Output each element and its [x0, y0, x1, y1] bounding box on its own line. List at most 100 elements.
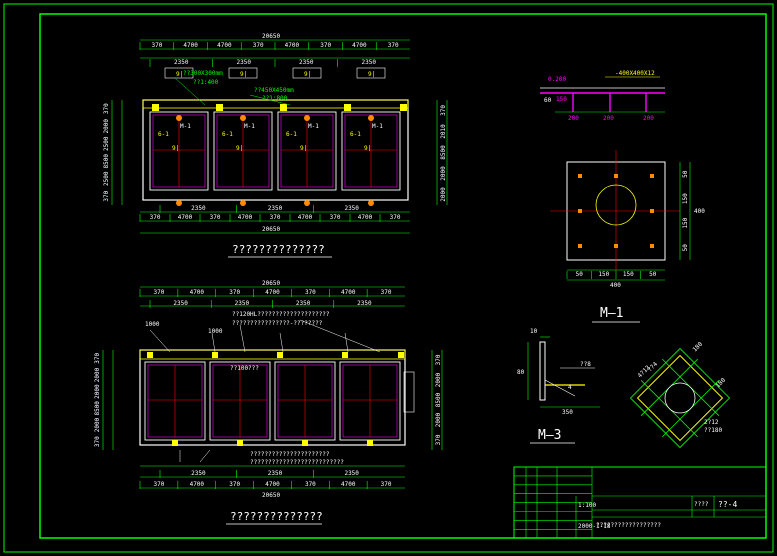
bp-right-dim-0: 370 [435, 354, 442, 365]
bp-leader [239, 324, 246, 353]
m1-bolt [614, 174, 618, 178]
top-plan-bottom-total-dim: 20650 [262, 226, 280, 233]
bp-leader [199, 449, 211, 463]
bp-bot-dim-6: 370 [381, 481, 392, 488]
m1-title: M—1 [600, 306, 623, 321]
rot-label-5: 2?12 [704, 419, 719, 426]
m1-bolt [650, 244, 654, 248]
bp-left-dim-4: 2000 [94, 417, 101, 432]
tp-right-dim-0: 370 [440, 105, 447, 116]
bp-botinner-dim-0: 2350 [191, 470, 206, 477]
m1-top-note: -400X400X12 [615, 70, 655, 77]
m1-bottom-dim-3: 50 [649, 271, 657, 278]
bottom-plan-stair [403, 371, 415, 413]
tp-top-dim-6: 4700 [352, 42, 367, 49]
bp-left-dim-0: 370 [94, 353, 101, 364]
top-plan-note-2: ??1:400 [193, 79, 219, 86]
bp-left-dim-3: 8500 [94, 401, 101, 416]
tp-cell-tag: 9| [172, 145, 179, 152]
m1-bottom-dim-1: 150 [598, 271, 609, 278]
tp-left-dim-2: 2500 [103, 136, 110, 151]
bp-leader [279, 332, 284, 353]
m1-pad-label-1: 200 [568, 115, 579, 122]
m1-bolt [578, 244, 582, 248]
tp-member-label: M-1 [308, 123, 319, 130]
tp-top-dim-4: 4700 [285, 42, 300, 49]
bp-inner-dim-1: 2350 [235, 300, 250, 307]
title-block-name: ?????????????????? [596, 522, 661, 529]
rot-hole [664, 382, 696, 414]
tp-tag: 9| [176, 71, 183, 78]
tp-cell [341, 111, 401, 191]
title-block-grid [514, 467, 592, 538]
tp-botinner-dim-1: 2350 [268, 205, 283, 212]
bottom-plan-cells [144, 352, 404, 446]
m1-right-dim-2: 150 [682, 217, 689, 228]
tp-tag: 9| [240, 71, 247, 78]
bp-right-dim-4: 370 [435, 434, 442, 445]
bp-inner-dim-3: 2350 [357, 300, 372, 307]
bp-left-dim-1: 2000 [94, 367, 101, 382]
bp-right-dim-1: 2000 [435, 372, 442, 387]
rot-label-3: 180 [691, 341, 704, 354]
tp-tag: 9| [304, 71, 311, 78]
bp-column [367, 440, 373, 446]
tp-column [344, 104, 351, 111]
bp-bot-dim-3: 4700 [265, 481, 280, 488]
tp-top-dim-7: 370 [388, 42, 399, 49]
tp-pad [176, 200, 182, 206]
bp-column [212, 352, 218, 358]
tp-bot-dim-8: 370 [390, 214, 401, 221]
bottom-plan-note-3: ??100??? [230, 365, 259, 372]
tp-pad [176, 115, 182, 121]
tp-top-dim-5: 370 [320, 42, 331, 49]
bp-top-dim-3: 4700 [265, 289, 280, 296]
detail-rotated: 4?12 ??4 180 180 2?12 ??180 [629, 341, 731, 449]
bp-inner-dim-0: 2350 [173, 300, 188, 307]
m3-title: M—3 [538, 428, 561, 443]
tp-cell-tag: 9| [364, 145, 371, 152]
tp-cell-tag: 9| [236, 145, 243, 152]
bp-leader [344, 332, 349, 353]
bp-inner-dim-2: 2350 [296, 300, 311, 307]
bottom-plan-wall-outer [139, 349, 406, 446]
m3-callout: 4 [568, 384, 572, 391]
m1-right-dim-0: 50 [682, 170, 689, 178]
tp-bot-dim-7: 4700 [358, 214, 373, 221]
bp-column [147, 352, 153, 358]
tp-cell [149, 111, 209, 191]
tp-botinner-dim-2: 2350 [344, 205, 359, 212]
bottom-plan-leaders [149, 319, 381, 463]
m1-bottom-dim-2: 150 [623, 271, 634, 278]
tp-pad [368, 115, 374, 121]
m1-bottom-dim-0: 50 [576, 271, 584, 278]
m1-bolt [578, 209, 582, 213]
tp-right-dim-2: 8500 [440, 145, 447, 160]
tp-cell [277, 111, 337, 191]
m1-right-dim-1: 150 [682, 193, 689, 204]
tp-right-dim-4: 2000 [440, 187, 447, 202]
top-plan-title: ?????????????? [232, 243, 325, 256]
bp-column [172, 440, 178, 446]
bottom-plan-total-dim: 20650 [262, 280, 280, 287]
m1-bolts [578, 174, 654, 248]
bottom-plan-bottom-total-dim: 20650 [262, 492, 280, 499]
m1-left-label-1: 0.200 [548, 76, 566, 83]
tp-left-dim-1: 2000 [103, 119, 110, 134]
tp-bot-dim-4: 370 [270, 214, 281, 221]
top-plan-total-dim: 20650 [262, 33, 280, 40]
m1-plate-total: 400 [610, 282, 621, 289]
m1-right-dim-3: 50 [682, 244, 689, 252]
tp-column [216, 104, 223, 111]
top-plan-note-4: ??1:800 [262, 95, 288, 102]
sheet-inner-border [39, 13, 767, 539]
title-block-scale: 1:100 [578, 502, 596, 509]
